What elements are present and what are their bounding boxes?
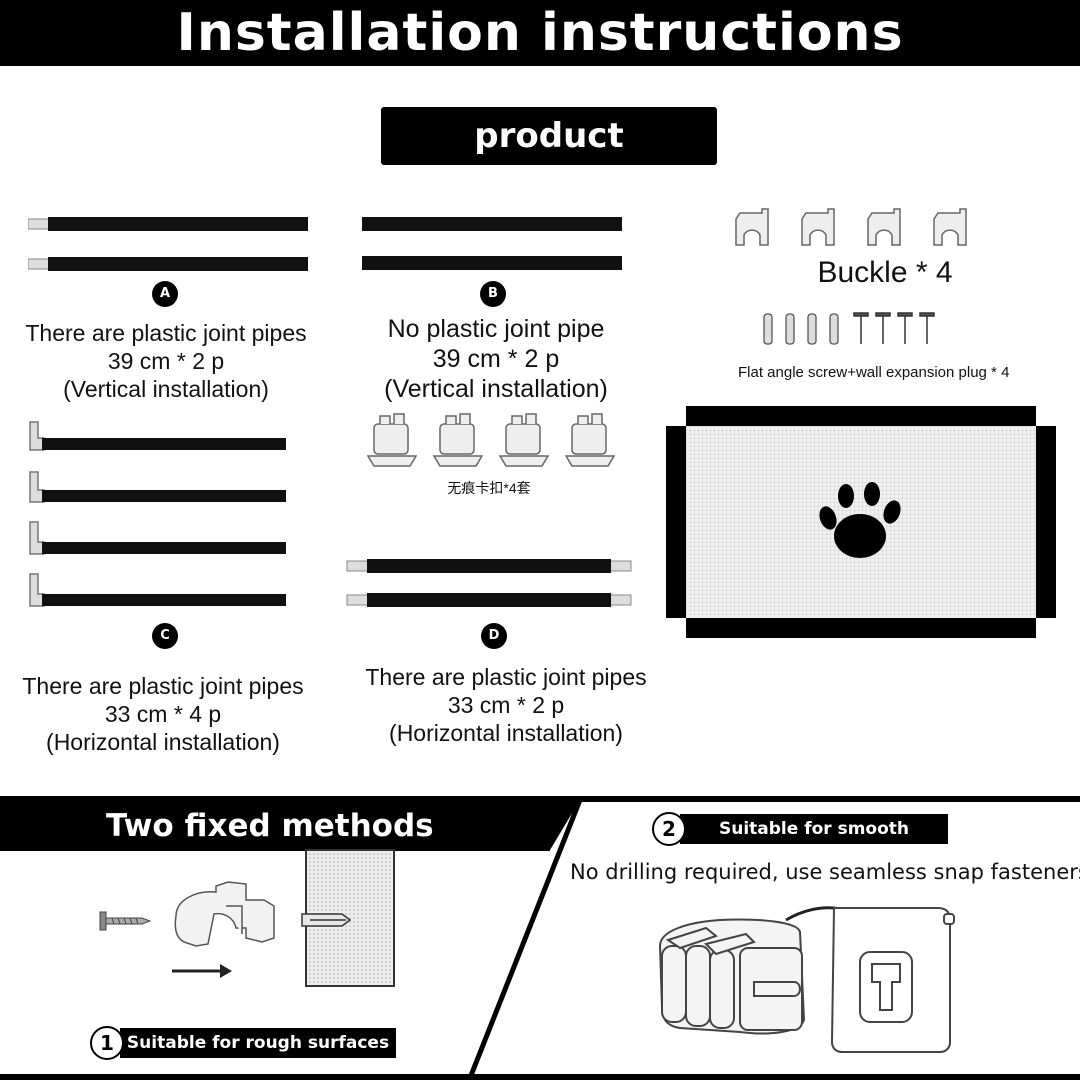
item-b-line3: (Vertical installation) (384, 375, 608, 403)
adhesive-clips (364, 412, 624, 472)
method2-number: 2 (652, 812, 686, 846)
label-b-badge: B (480, 281, 506, 307)
item-d-text: There are plastic joint pipes 33 cm * 2 … (336, 663, 676, 747)
accessories-title: product accessories (381, 107, 717, 214)
method1-label: Suitable for rough surfaces (120, 1028, 396, 1058)
plain-pipe-icon (362, 217, 622, 270)
joint-pipe-icon (28, 217, 308, 271)
method2-description: No drilling required, use seamless snap … (570, 860, 1080, 884)
item-d-line3: (Horizontal installation) (389, 720, 623, 746)
screw-label: Flat angle screw+wall expansion plug * 4 (738, 364, 1010, 381)
pipe-set-c (26, 420, 290, 612)
clips-label: 无痕卡扣*4套 (447, 480, 531, 496)
item-c-line3: (Horizontal installation) (46, 729, 280, 755)
method1-illustration (96, 848, 396, 988)
method1-number: 1 (90, 1026, 124, 1060)
method2-label: Suitable for smooth surfaces (680, 814, 948, 869)
item-a-text: There are plastic joint pipes 39 cm * 2 … (0, 319, 332, 403)
item-a-line1: There are plastic joint pipes (25, 320, 307, 346)
joint-pipe-icon (346, 559, 632, 607)
pipe-set-d (346, 556, 636, 610)
bottom-border (0, 1074, 1080, 1080)
paw-print-icon (819, 482, 901, 558)
screw-icon (99, 911, 152, 931)
methods-tab (0, 800, 580, 852)
buckles (732, 205, 972, 251)
item-a-line2: 39 cm * 2 p (107, 348, 225, 374)
item-c-line1: There are plastic joint pipes (22, 673, 304, 699)
pipe-set-b (362, 214, 624, 274)
adhesive-clip-icon (366, 413, 616, 467)
screw-icon (763, 312, 935, 345)
wall-plate-icon (830, 907, 955, 1053)
diagonal-divider (460, 800, 590, 1080)
item-c-line2: 33 cm * 4 p (104, 701, 222, 727)
page-title: Installation instructions (0, 0, 1080, 66)
pipe-set-a (28, 214, 318, 274)
item-d-line2: 33 cm * 2 p (447, 692, 565, 718)
buckle-icon (735, 208, 967, 246)
label-d-badge: D (481, 623, 507, 649)
screws-plugs (760, 310, 940, 348)
label-c-badge: C (152, 623, 178, 649)
methods-title: Two fixed methods (106, 808, 434, 844)
section-divider (0, 796, 1080, 802)
method2-illustration (650, 900, 960, 1060)
wall-section-icon (301, 849, 395, 987)
joint-pipe-icon (29, 421, 286, 607)
arrow-right-icon (172, 964, 232, 978)
wall-plug-icon (301, 913, 352, 927)
label-a-badge: A (152, 281, 178, 307)
item-d-line1: There are plastic joint pipes (365, 664, 647, 690)
item-b-line2: 39 cm * 2 p (432, 345, 560, 373)
pet-gate-mesh (666, 406, 1058, 638)
item-b-line1: No plastic joint pipe (387, 315, 605, 343)
item-c-text: There are plastic joint pipes 33 cm * 4 … (0, 672, 326, 756)
buckle-label: Buckle * 4 (817, 256, 953, 289)
item-b-text: No plastic joint pipe 39 cm * 2 p (Verti… (346, 314, 646, 404)
buckle-icon (174, 881, 275, 947)
adhesive-clip-icon (658, 918, 806, 1035)
item-a-line3: (Vertical installation) (63, 376, 269, 402)
